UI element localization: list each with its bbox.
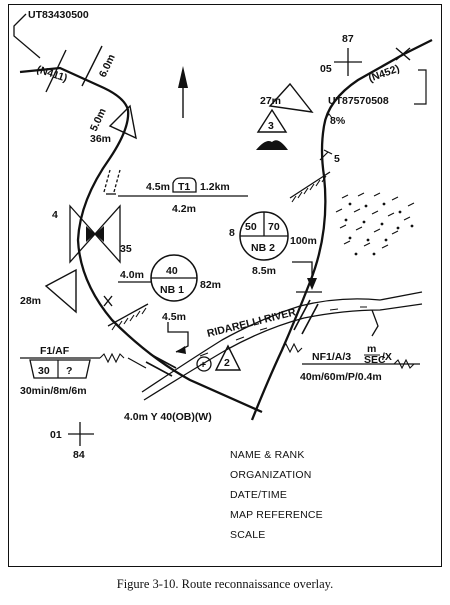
- obstacle-2-label: 2: [224, 357, 230, 369]
- obstacle-line-ne: [289, 171, 331, 199]
- river-flow-marks: [199, 306, 367, 357]
- tunnel-id: T1: [178, 181, 190, 193]
- width-marker-left: [45, 49, 67, 93]
- info-scale: SCALE: [230, 529, 266, 541]
- tunnel-height: 4.2m: [172, 203, 196, 215]
- bridge-nb1-rail-b: [145, 361, 173, 377]
- route-overlay: UT83430500 (N411) 6.0m 5.0m 36m 4.5m T1 …: [13, 9, 433, 461]
- tunnel-dash-b: [113, 169, 121, 193]
- bridge-nb2-leader: [292, 261, 313, 282]
- grid-tick-ne-northing: 05: [320, 63, 332, 75]
- width-marker-right: [81, 45, 103, 87]
- curve-symbol-bowtie: [69, 204, 121, 264]
- nf-fraction-denominator: SEC: [364, 354, 386, 366]
- grid-tick-sw-easting: 84: [73, 449, 85, 461]
- hill-icon: [256, 140, 288, 150]
- grid-tick-ne-easting: 87: [342, 33, 354, 45]
- distance-36m: 36m: [90, 133, 111, 145]
- curve-value-5: 5: [334, 153, 340, 165]
- grid-reference-leader: [13, 13, 41, 59]
- nf-designation: NF1/A/3: [312, 351, 351, 363]
- obstacle-triangle-3: [256, 108, 288, 133]
- curve-symbol-28: [44, 268, 77, 314]
- river-tributary: [371, 309, 379, 337]
- obstacle-x-west: [103, 295, 113, 307]
- curve-value-35: 35: [120, 243, 132, 255]
- figure-caption: Figure 3-10. Route reconnaissance overla…: [116, 577, 334, 591]
- bridge-nb1-clearance: 4.5m: [162, 311, 186, 323]
- grid-reference-ne-leader: [414, 69, 427, 105]
- bridge-nb2-width: 8: [229, 227, 235, 239]
- ford-title: F1/AF: [40, 345, 70, 357]
- obstacle-triangle-2: [214, 344, 242, 371]
- distance-5m: 5.0m: [88, 107, 109, 134]
- info-name-rank: NAME & RANK: [230, 449, 305, 461]
- nf-fraction-numerator: m: [367, 343, 376, 355]
- overlay-frame: [8, 4, 442, 567]
- tunnel-dash-a: [103, 169, 111, 193]
- bridge-nb2-clearance: 8.5m: [252, 265, 276, 277]
- bridge-nb2-length: 100m: [290, 235, 317, 247]
- info-organization: ORGANIZATION: [230, 469, 312, 481]
- info-map-reference: MAP REFERENCE: [230, 509, 323, 521]
- nf-suffix: /X: [382, 351, 392, 363]
- distance-6m: 6.0m: [97, 53, 118, 80]
- bridge-nb1-width: 4.0m: [120, 269, 144, 281]
- bowtie-center: [86, 226, 104, 242]
- plus-circle-symbol: [196, 356, 212, 372]
- bridge-nb2-rail-b: [301, 303, 319, 335]
- bridge-nb2-class-left: 50: [245, 221, 257, 233]
- ford-details: 30min/8m/6m: [20, 385, 87, 397]
- curve-5-marker: [319, 149, 333, 161]
- plus-circle-label: +: [200, 359, 206, 371]
- bridge-nb1-length: 82m: [200, 279, 221, 291]
- curve-symbol-36: [108, 104, 137, 140]
- obstacle-x-ne: [395, 47, 411, 61]
- tunnel-left-value: 4.5m: [146, 181, 170, 193]
- bridge-nb1-id: NB 1: [160, 284, 184, 296]
- ford-zigzag: [99, 352, 125, 364]
- woods-area: [335, 192, 415, 256]
- curve-value-28m: 28m: [20, 295, 41, 307]
- obstacle-line-west: [107, 303, 149, 327]
- road-classification: 4.0m Y 40(OB)(W): [124, 411, 212, 423]
- bridge-nb2-id: NB 2: [251, 242, 275, 254]
- route-number-north: (N411): [35, 63, 69, 84]
- tunnel-symbol: [172, 177, 197, 193]
- ford-left-value: 30: [38, 365, 50, 377]
- obstacle-hatch-ne: [291, 175, 327, 203]
- river-bank-south: [143, 303, 423, 401]
- curve-value-4: 4: [52, 209, 58, 221]
- bridge-nb1-class: 40: [166, 265, 178, 277]
- north-arrow-icon: [178, 66, 188, 88]
- bridge-nb2-class-right: 70: [268, 221, 280, 233]
- info-date-time: DATE/TIME: [230, 489, 288, 501]
- obstacle-hatch-west: [111, 307, 147, 331]
- bridge-nb1-rail-a: [149, 353, 177, 369]
- grid-tick-sw-northing: 01: [50, 429, 62, 441]
- river-name: RIDARELLI RIVER: [206, 306, 298, 340]
- river-bank-north: [141, 291, 423, 393]
- grid-reference-ne: UT87570508: [328, 95, 389, 107]
- curve-value-27m: 27m: [260, 95, 281, 107]
- bridge-nb2-rail-a: [293, 299, 311, 331]
- nf-zigzag-left: [281, 342, 303, 354]
- ford-right-value: ?: [66, 365, 72, 377]
- slope-caret: [325, 113, 333, 119]
- slope-value: 8%: [330, 115, 346, 127]
- bridge-nb2-arrow-icon: [307, 278, 317, 290]
- nf-details: 40m/60m/P/0.4m: [300, 371, 382, 383]
- bridge-nb1-arrow-icon: [176, 346, 186, 354]
- nf-zigzag-right: [393, 358, 415, 370]
- tunnel-length: 1.2km: [200, 181, 230, 193]
- ford-leader: [127, 357, 147, 369]
- obstacle-3-label: 3: [268, 120, 274, 132]
- curve-symbol-27: [268, 82, 314, 113]
- main-route-road: [19, 66, 263, 414]
- ford-symbol: [29, 359, 91, 379]
- grid-reference-top-left: UT83430500: [28, 9, 89, 21]
